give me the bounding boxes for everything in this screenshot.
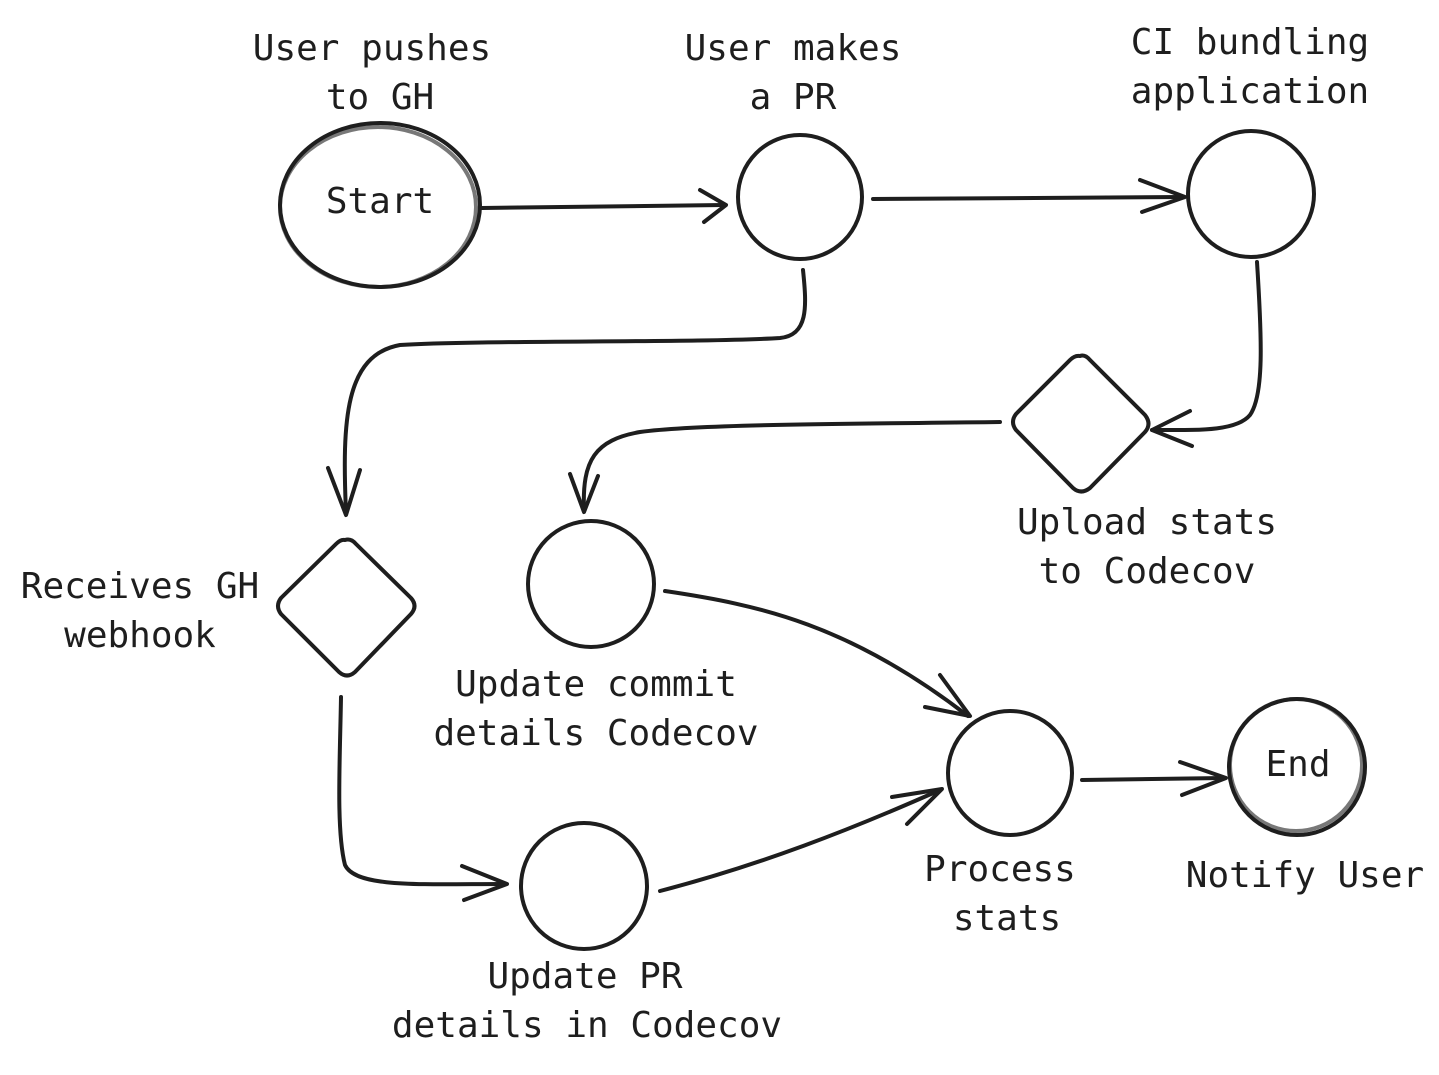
node-prupdate-caption-line-1: Update PR xyxy=(487,956,682,997)
node-pr-caption-line-1: User makes xyxy=(685,28,902,69)
node-end-caption-line-1: Notify User xyxy=(1186,855,1424,896)
edge-pr-to-webhook xyxy=(342,268,808,515)
edge-prupdate-to-process xyxy=(658,788,942,893)
edge-process-to-end xyxy=(1080,776,1226,782)
node-ci-caption-line-1: CI bundling xyxy=(1131,22,1369,63)
node-end-inner-label: End xyxy=(1265,744,1330,785)
node-prupdate-caption-line-2: details in Codecov xyxy=(392,1005,782,1046)
edge-pr-to-ci-head xyxy=(1138,178,1187,214)
node-webhook-caption-line-2: webhook xyxy=(64,615,216,656)
edge-process-to-end-head xyxy=(1178,760,1228,797)
node-upload[interactable] xyxy=(1011,353,1151,494)
node-webhook-caption-line-1: Receives GH xyxy=(21,566,259,607)
edge-prupdate-to-process-head xyxy=(890,787,944,826)
edge-webhook-to-prupdate xyxy=(337,695,507,887)
node-upload-caption-line-2: to Codecov xyxy=(1039,551,1256,592)
node-start-caption-line-1: User pushes xyxy=(253,28,491,69)
node-start[interactable]: Start xyxy=(278,121,482,289)
node-ci[interactable] xyxy=(1186,129,1316,259)
node-commit-caption-line-1: Update commit xyxy=(455,664,737,705)
edges xyxy=(326,178,1263,902)
node-webhook[interactable] xyxy=(276,537,417,678)
node-pr-caption-line-2: a PR xyxy=(750,77,837,118)
node-start-caption-line-2: to GH xyxy=(326,77,434,118)
node-pr[interactable] xyxy=(736,133,864,261)
node-process-caption-line-2: stats xyxy=(953,898,1061,939)
node-upload-caption-line-1: Upload stats xyxy=(1017,502,1277,543)
node-ci-caption-line-2: application xyxy=(1131,71,1369,112)
node-commit-caption-line-2: details Codecov xyxy=(433,713,758,754)
node-end[interactable]: End xyxy=(1227,697,1367,837)
node-process-caption-line-1: Process xyxy=(924,849,1076,890)
node-commit[interactable] xyxy=(526,519,656,649)
edge-upload-to-commit xyxy=(581,420,1002,512)
edge-commit-to-process-head xyxy=(923,673,972,718)
node-prupdate[interactable] xyxy=(519,821,649,951)
edge-ci-to-upload xyxy=(1150,260,1263,433)
edge-pr-to-webhook-head xyxy=(326,466,362,517)
node-start-inner-label: Start xyxy=(326,181,434,222)
node-process[interactable] xyxy=(946,709,1074,837)
edge-commit-to-process xyxy=(663,589,970,718)
edge-webhook-to-prupdate-head xyxy=(460,864,509,902)
edge-start-to-pr-head xyxy=(698,188,728,224)
edge-upload-to-commit-head xyxy=(568,472,600,514)
edge-ci-to-upload-head xyxy=(1150,409,1194,448)
edge-start-to-pr xyxy=(480,203,726,210)
edge-pr-to-ci xyxy=(871,195,1185,201)
